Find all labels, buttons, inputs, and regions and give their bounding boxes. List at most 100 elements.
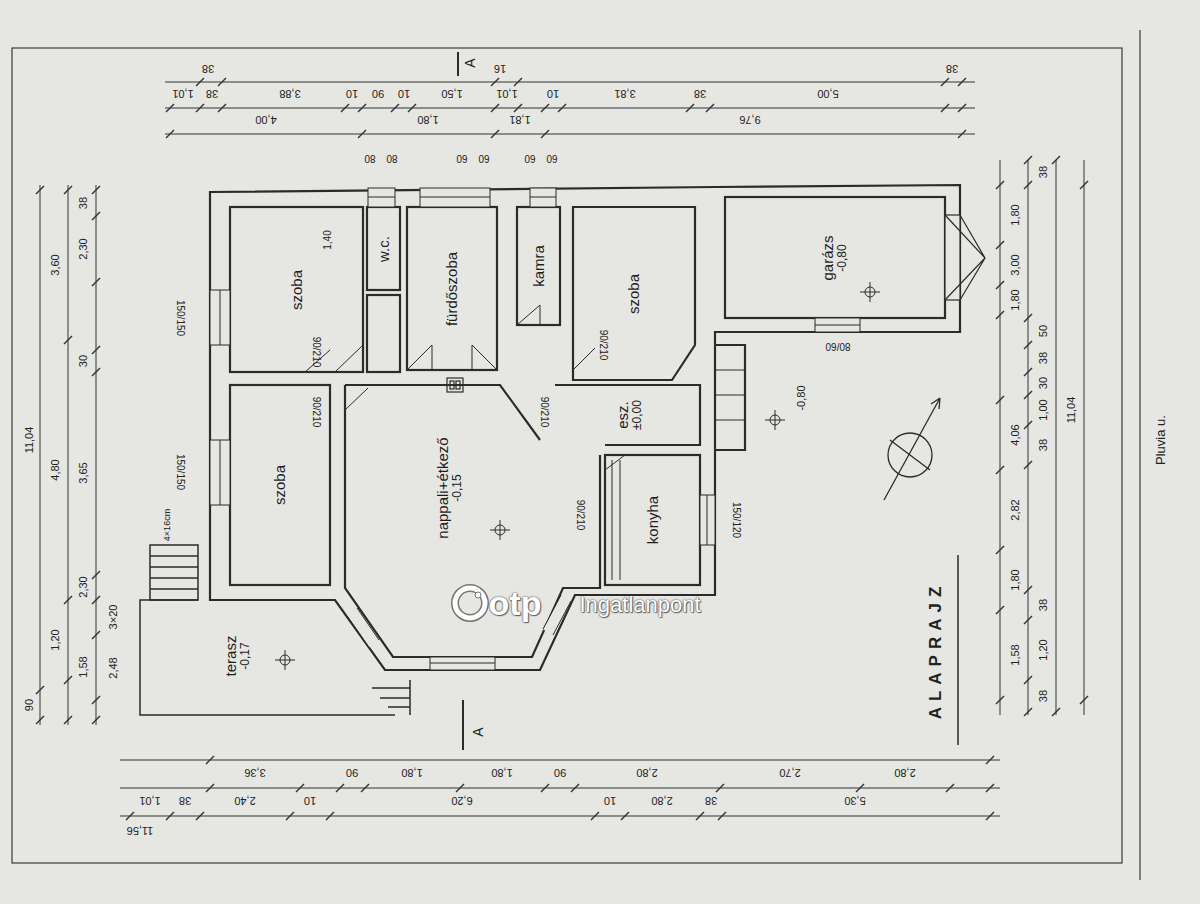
dimension-line	[92, 696, 100, 704]
section-mark-holder: A	[470, 727, 486, 736]
dimension-line	[120, 788, 1000, 789]
dimension-value-holder: 1,20	[46, 629, 62, 650]
room-name: garázs	[819, 235, 836, 280]
dimension-value: 38	[1037, 439, 1049, 451]
dimension-line	[986, 756, 994, 764]
dimension-value-holder: 10	[604, 794, 616, 810]
wall	[407, 207, 497, 370]
dimension-value-holder: 5,00	[817, 87, 838, 103]
dimension-line	[996, 696, 1004, 704]
dimension-value-holder: 3,81	[614, 87, 635, 103]
dimension-value: 3,36	[244, 767, 265, 779]
dimension-value-holder: 1,80	[417, 113, 438, 129]
dimension-value: 10	[346, 88, 358, 100]
street-name-holder: Pluvia u.	[1152, 415, 1168, 465]
garage-door	[945, 215, 985, 300]
watermark-logo	[455, 588, 485, 618]
opening-size: 150/150	[175, 300, 186, 336]
dimension-line	[996, 241, 1004, 249]
dimension-line	[336, 784, 344, 792]
dimension-value-holder: 1,20	[1034, 639, 1050, 660]
dimension-value-holder: 38	[1034, 352, 1050, 364]
entrance-steps	[612, 460, 620, 580]
dimension-value: 2,30	[77, 238, 89, 259]
dimension-value-holder: 2,30	[74, 238, 90, 259]
dimension-line	[958, 104, 966, 112]
wall	[230, 207, 363, 372]
dimension-value: 11,56	[127, 825, 154, 837]
dimension-line	[92, 368, 100, 376]
dimension-value-holder: 38	[202, 62, 214, 78]
opening-size-holder: 90/210	[597, 330, 613, 361]
dimension-value: 1,80	[491, 767, 512, 779]
dimension-line	[946, 784, 954, 792]
room-name: kamra	[530, 245, 547, 287]
dimension-line	[491, 130, 499, 138]
watermark-logo	[475, 592, 481, 598]
dimension-line	[36, 78, 1088, 820]
section-mark: A	[470, 727, 486, 736]
dimension-line	[941, 78, 949, 86]
dimension-line	[64, 676, 72, 684]
dimension-line	[716, 784, 724, 792]
room: konyha	[605, 455, 700, 585]
opening-size: 60	[478, 153, 489, 164]
room-label-group: esz.±0,00	[614, 400, 645, 430]
dimension-value-holder: 38	[1034, 599, 1050, 611]
dimension-value-holder: 38	[1034, 690, 1050, 702]
dimension-value-holder: 2,80	[651, 794, 672, 810]
dimension-value-holder: 3,36	[244, 766, 265, 782]
dimension-value: 3,88	[279, 88, 300, 100]
opening-size: 150/150	[175, 454, 186, 490]
dimension-value-holder: 90	[346, 766, 358, 782]
dimension-line	[92, 346, 100, 354]
dimension-value: 1,40	[322, 230, 333, 249]
dimension-value: 38	[179, 795, 191, 807]
dimension-line	[1080, 181, 1088, 189]
room: terasz-0,17	[140, 600, 335, 712]
dimension-value: 38	[1037, 599, 1049, 611]
terrace-outline	[150, 556, 198, 589]
room-label-group: terasz-0,17	[222, 636, 253, 677]
street-name: Pluvia u.	[1153, 415, 1168, 465]
dimension-value-holder: 38	[1034, 166, 1050, 178]
dimension-line	[165, 134, 975, 135]
dimension-value-holder: 38	[1034, 439, 1050, 451]
wall	[555, 385, 700, 445]
floor-level: -0,15	[452, 474, 466, 501]
floor-level: -0,17	[239, 642, 253, 669]
dimension-value-holder: 38	[179, 794, 191, 810]
dimension-value-holder: 2,82	[1006, 499, 1022, 520]
dimension-value: 2,82	[1009, 499, 1021, 520]
dimension-line	[591, 812, 599, 820]
dimension-line	[166, 812, 174, 820]
dimension-value: 10	[547, 88, 559, 100]
dimension-line	[358, 104, 366, 112]
dimension-value-holder: 2,30	[74, 576, 90, 597]
dimension-value: 90	[372, 88, 384, 100]
opening-size: 90/210	[539, 397, 550, 428]
room-label-group: szoba	[271, 465, 288, 505]
dimension-value: 2,80	[636, 767, 657, 779]
opening-size-holder: 80	[386, 152, 397, 168]
dimension-line	[92, 596, 100, 604]
dimension-line	[92, 186, 100, 194]
dimension-value: 10	[604, 795, 616, 807]
dimension-line	[64, 336, 72, 344]
dimension-line	[1024, 181, 1032, 189]
dimension-line	[706, 104, 714, 112]
dimension-value-holder: 30	[74, 355, 90, 367]
chimney	[456, 381, 460, 389]
opening-size-holder: 80/60	[825, 340, 850, 356]
dimension-value: 30	[1037, 377, 1049, 389]
opening-size-holder: 60	[456, 152, 467, 168]
dimension-value-holder: 4,80	[46, 459, 62, 480]
dimension-line	[571, 784, 579, 792]
title-rule	[957, 555, 959, 745]
dimension-value-holder: 10	[346, 87, 358, 103]
dimension-value: 1,58	[77, 656, 89, 677]
